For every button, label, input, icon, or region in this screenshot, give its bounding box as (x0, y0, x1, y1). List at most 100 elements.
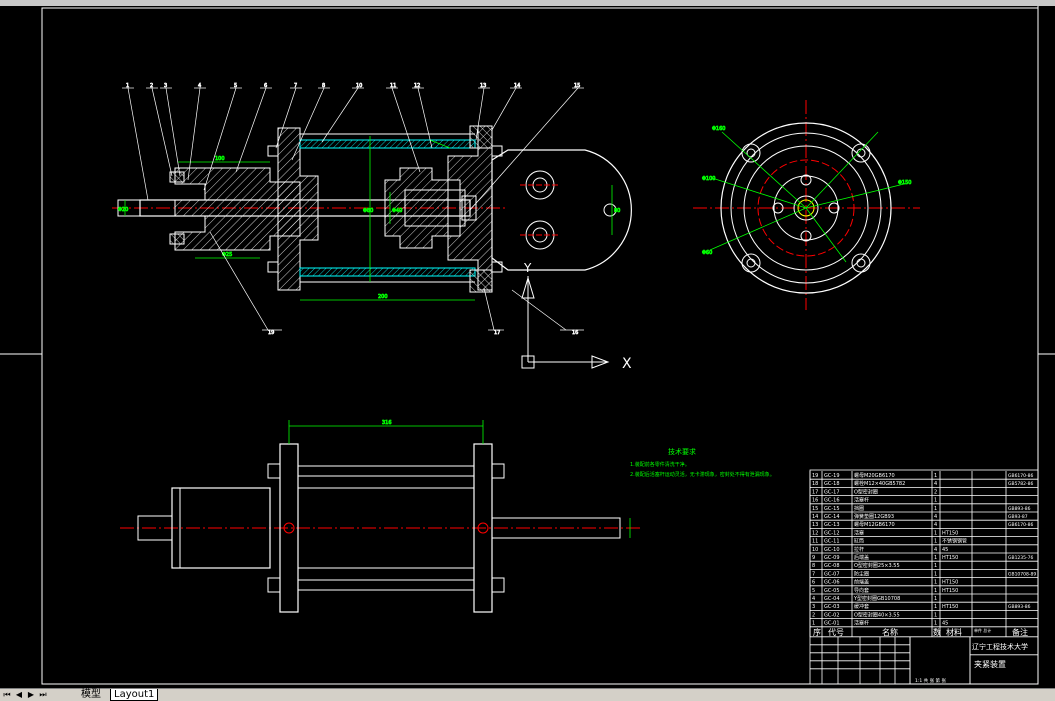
bom-row-note: GB6170-86 (1008, 473, 1034, 479)
bom-row-material: HT150 (942, 555, 958, 561)
bom-row-no: 16 (812, 498, 818, 504)
bom-row-note: GB93-87 (1008, 514, 1028, 520)
bom-row-qty: 4 (934, 514, 937, 520)
bom-row-no: 8 (812, 563, 815, 569)
bom-row-code: GC-18 (824, 481, 840, 487)
balloon-17: 17 (494, 330, 500, 336)
window-top-edge (0, 0, 1055, 6)
bom-row-qty: 2 (934, 489, 937, 495)
bom-row-qty: 1 (934, 580, 937, 586)
dim-pcd-c: Φ60 (702, 250, 712, 256)
bom-row-no: 15 (812, 506, 818, 512)
bom-row-qty: 1 (934, 621, 937, 627)
bom-row-name: 螺栓M12×40GB5782 (854, 480, 905, 487)
bom-row-qty: 1 (934, 498, 937, 504)
tab-model[interactable]: 模型 (81, 689, 101, 700)
bom-row-note: GB893-86 (1008, 506, 1031, 512)
bom-row-material: HT150 (942, 604, 958, 610)
bom-row-name: 拉杆 (854, 546, 864, 553)
dim-inner: Φ40 (392, 208, 402, 214)
ucs-y-label: Y (523, 261, 532, 275)
bom-row-material: HT150 (942, 588, 958, 594)
bom-row-no: 2 (812, 612, 815, 618)
last-tab-icon[interactable]: ⏭ (39, 690, 47, 699)
section-view: 100 Φ25 200 Φ80 Φ40 Φ20 80 (112, 83, 632, 372)
bom-row-name: 缓冲套 (854, 603, 869, 610)
bom-row-no: 1 (812, 621, 815, 627)
bom-row-code: GC-06 (824, 580, 840, 586)
dim-pcd-a: Φ160 (712, 126, 725, 132)
bom-row-no: 9 (812, 555, 815, 561)
layout-tab-bar: ⏮ ◀ ▶ ⏭ 模型 Layout1 (0, 688, 1055, 701)
bom-row-note: GB10708-89 (1008, 571, 1036, 577)
balloon-5: 5 (234, 83, 237, 89)
bom-row-code: GC-04 (824, 596, 840, 602)
bom-row-code: GC-10 (824, 547, 840, 553)
tech-requirements: 技术要求 1.装配前各零件清洗干净。 2.装配后活塞杆运动灵活，无卡滞现象，密封… (630, 447, 775, 478)
balloon-11: 11 (390, 83, 396, 89)
bom-row-qty: 1 (934, 612, 937, 618)
bom-row-code: GC-11 (824, 539, 840, 545)
bom-row-name: 挡圈 (854, 505, 864, 512)
dim-bolt-circle: Φ150 (898, 180, 911, 186)
bom-row-code: GC-15 (824, 506, 840, 512)
balloon-12: 12 (414, 83, 420, 89)
bom-row-code: GC-07 (824, 571, 840, 577)
bom-row-no: 17 (812, 489, 818, 495)
bom-row-qty: 1 (934, 555, 937, 561)
next-tab-icon[interactable]: ▶ (27, 690, 35, 699)
bom-row-material: 45 (942, 547, 948, 553)
bom-row-name: 螺母M12GB6170 (854, 521, 895, 528)
balloon-1: 1 (126, 83, 129, 89)
bom-row-qty: 1 (934, 596, 937, 602)
bom-row-no: 10 (812, 547, 818, 553)
scale-row: 1:1 共 张 第 张 (915, 677, 946, 684)
bom-row-qty: 4 (934, 522, 937, 528)
bom-row-code: GC-03 (824, 604, 840, 610)
bom-row-no: 12 (812, 530, 818, 536)
bom-row-material: HT150 (942, 580, 958, 586)
bom-row-material: 45 (942, 621, 948, 627)
bom-header-name: 名称 (882, 627, 898, 637)
bom-row-no: 14 (812, 514, 818, 520)
dim-front-len: 100 (215, 156, 225, 162)
bom-row-material: 不锈钢钢管 (942, 538, 967, 545)
bom-row-note: GB893-86 (1008, 604, 1031, 610)
bom-row-code: GC-19 (824, 473, 840, 479)
bom-row-note: GB1235-76 (1008, 555, 1034, 561)
bom-row-qty: 1 (934, 473, 937, 479)
bom-row-no: 6 (812, 580, 815, 586)
balloon-15: 15 (574, 83, 580, 89)
bom-row-material: HT150 (942, 530, 958, 536)
bom-header-no: 序 (813, 627, 821, 637)
dim-bore: Φ80 (363, 208, 373, 214)
bom-row-name: 弹簧垫圈12GB93 (854, 513, 894, 520)
bom-row-name: 缸筒 (854, 538, 864, 545)
balloon-4: 4 (198, 83, 201, 89)
balloon-16: 16 (572, 330, 578, 336)
drawing-name: 夹紧装置 (974, 659, 1006, 669)
balloon-2: 2 (150, 83, 153, 89)
tab-layout1[interactable]: Layout1 (110, 689, 159, 701)
bom-row-qty: 1 (934, 530, 937, 536)
bom-row-qty: 1 (934, 588, 937, 594)
bom-row-note: GB5782-86 (1008, 481, 1034, 487)
balloon-6: 6 (264, 83, 267, 89)
bom-row-note: GB6170-86 (1008, 522, 1034, 528)
bom-row-code: GC-13 (824, 522, 840, 528)
bom-row-name: 后端盖 (854, 554, 869, 561)
prev-tab-icon[interactable]: ◀ (15, 690, 23, 699)
bom-row-qty: 1 (934, 539, 937, 545)
dim-pcd-b: Φ100 (702, 176, 715, 182)
first-tab-icon[interactable]: ⏮ (3, 690, 11, 699)
bom-row-no: 11 (812, 539, 818, 545)
bom-row-name: O型密封圈 (854, 488, 878, 495)
bom-row-code: GC-14 (824, 514, 840, 520)
bom-row-name: 活塞杆 (854, 497, 869, 504)
bom-header-code: 代号 (828, 627, 844, 637)
bom-row-qty: 1 (934, 563, 937, 569)
bom-row-no: 4 (812, 596, 815, 602)
bom-row-name: O型密封圈25×3.55 (854, 562, 900, 569)
